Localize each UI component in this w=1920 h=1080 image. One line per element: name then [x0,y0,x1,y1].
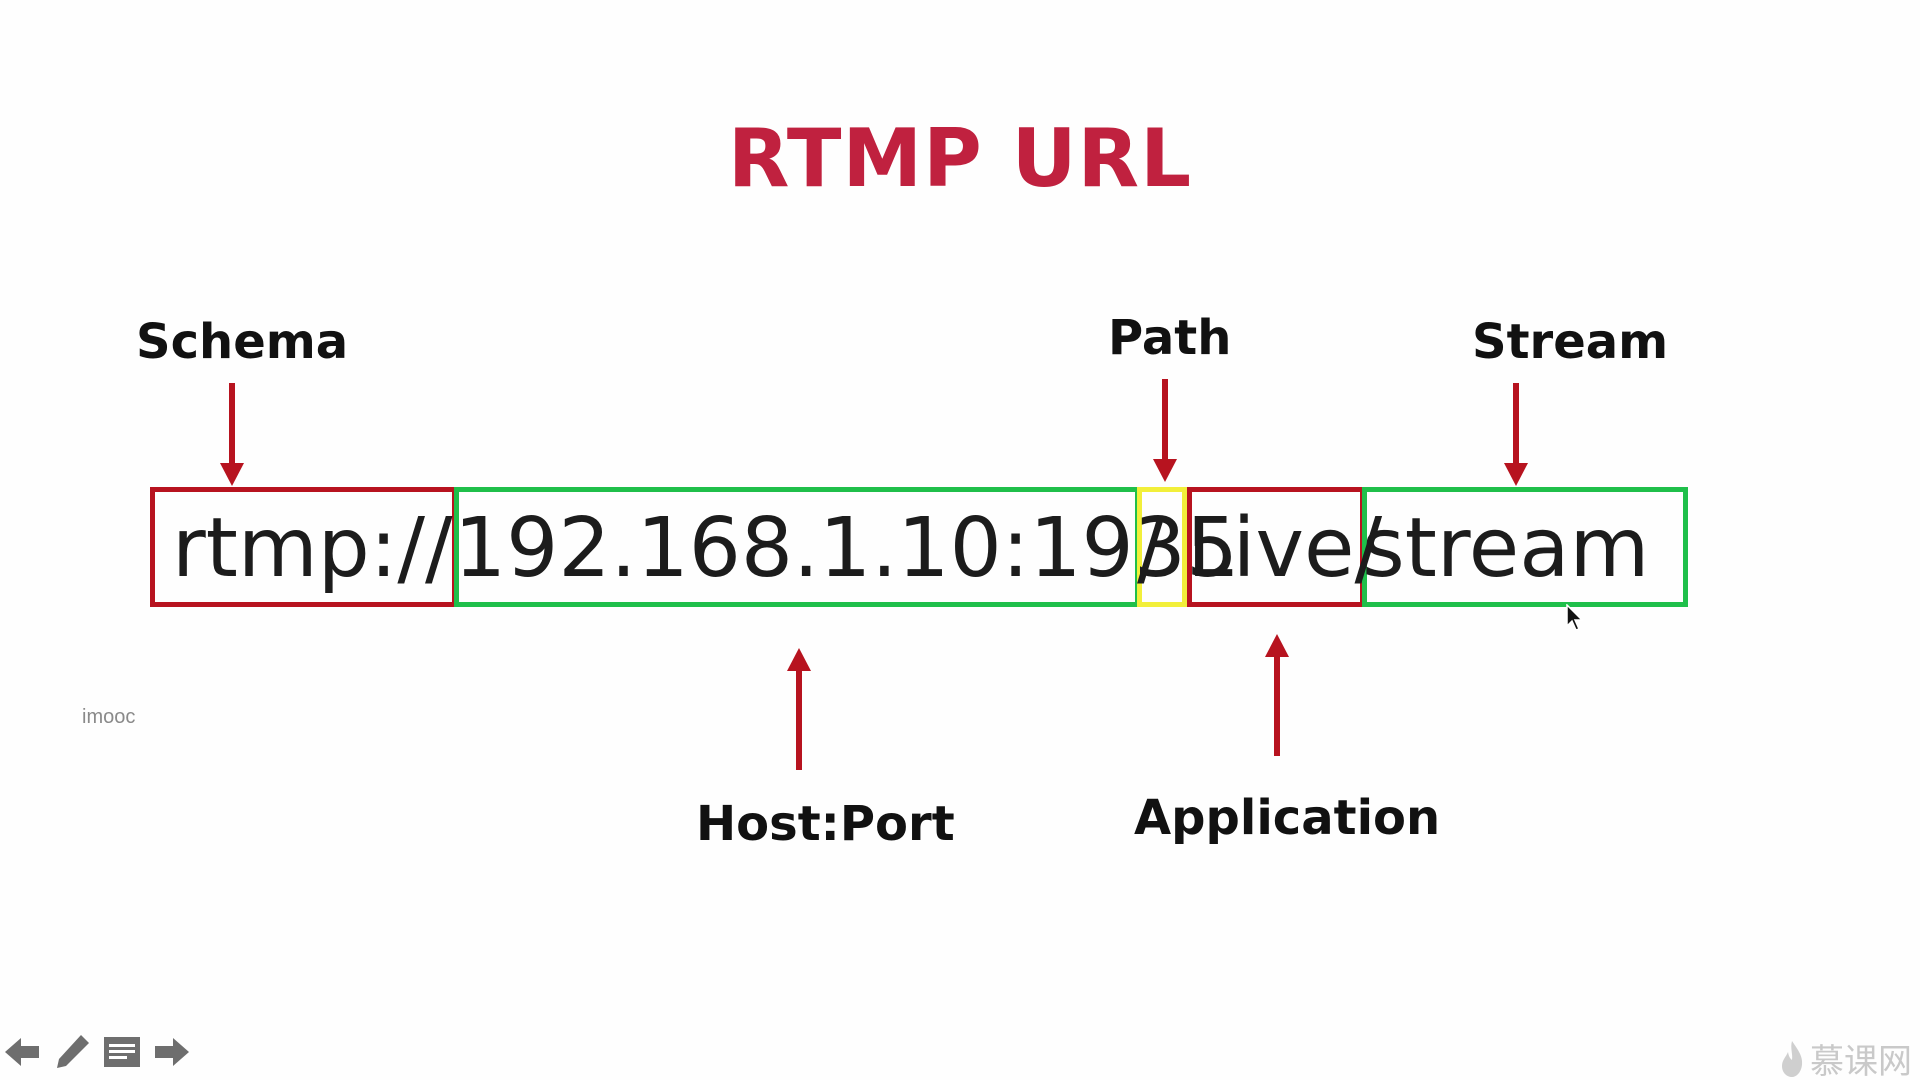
url-part-application: Live/ [1187,500,1383,596]
label-schema: Schema [136,314,349,370]
label-host-port: Host:Port [696,796,955,852]
segment-box-path [1137,487,1187,607]
arrow-stream [1504,383,1528,486]
label-path: Path [1108,310,1232,366]
watermark: imooc [82,706,136,728]
brand-logo: 慕课网 [1780,1034,1912,1080]
brand-text: 慕课网 [1810,1042,1912,1080]
pen-icon [57,1035,89,1068]
arrow-schema [220,383,244,486]
rtmp-url: rtmp:// 192.168.1.10:1935 / Live/ stream [172,498,1692,598]
segment-box-stream [1362,487,1688,607]
slide-menu-button[interactable] [100,1030,144,1074]
url-part-host-port: 192.168.1.10:1935 [454,500,1239,596]
arrow-host-port [787,648,811,770]
arrow-path [1153,379,1177,482]
label-application: Application [1134,790,1441,846]
label-stream: Stream [1472,314,1669,370]
slide-title: RTMP URL [727,112,1193,205]
url-part-stream: stream [1362,500,1650,596]
mouse-cursor-icon [1566,604,1584,631]
menu-icon [104,1037,140,1067]
previous-slide-button[interactable] [0,1030,44,1074]
pen-tool-button[interactable] [50,1030,94,1074]
next-slide-button[interactable] [150,1030,194,1074]
url-part-schema: rtmp:// [172,500,453,596]
arrow-right-icon [155,1038,189,1066]
url-part-path: / [1137,500,1165,596]
slide-toolbar [0,1030,194,1074]
arrow-left-icon [5,1038,39,1066]
flame-icon [1782,1040,1803,1077]
arrow-application [1265,634,1289,756]
